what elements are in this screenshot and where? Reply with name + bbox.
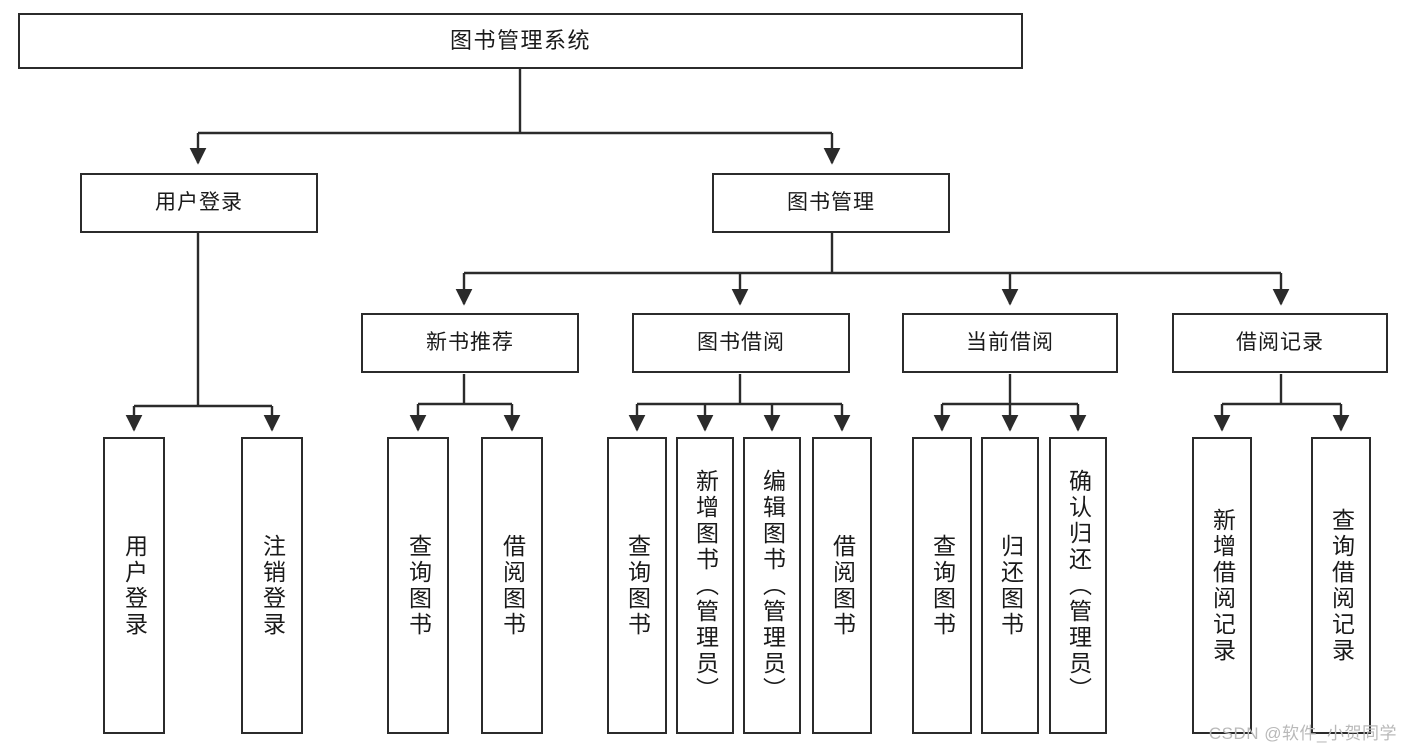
node-leaf-return-book[interactable]: 归还图书 (981, 437, 1039, 734)
node-label: 新增图书（管理员） (692, 468, 719, 703)
node-label: 确认归还（管理员） (1065, 468, 1092, 703)
node-label: 查询借阅记录 (1328, 507, 1355, 664)
node-label: 编辑图书（管理员） (759, 468, 786, 703)
node-label: 图书借阅 (697, 330, 785, 354)
node-new-book-recommend[interactable]: 新书推荐 (361, 313, 579, 373)
node-label: 查询图书 (624, 533, 651, 638)
node-label: 用户登录 (121, 533, 148, 638)
node-leaf-borrow-book-recommend[interactable]: 借阅图书 (481, 437, 543, 734)
node-label: 借阅记录 (1236, 330, 1324, 354)
node-leaf-query-book-recommend[interactable]: 查询图书 (387, 437, 449, 734)
node-label: 用户登录 (155, 190, 243, 214)
node-label: 图书管理 (787, 190, 875, 214)
node-label: 借阅图书 (499, 533, 526, 638)
node-leaf-borrow-book[interactable]: 借阅图书 (812, 437, 872, 734)
node-label: 查询图书 (929, 533, 956, 638)
node-label: 当前借阅 (966, 330, 1054, 354)
node-leaf-edit-book-admin[interactable]: 编辑图书（管理员） (743, 437, 801, 734)
node-leaf-add-borrow-record[interactable]: 新增借阅记录 (1192, 437, 1252, 734)
node-borrow-record[interactable]: 借阅记录 (1172, 313, 1388, 373)
node-label: 新增借阅记录 (1209, 507, 1236, 664)
node-leaf-query-book-borrow[interactable]: 查询图书 (607, 437, 667, 734)
node-label: 图书管理系统 (449, 28, 591, 54)
node-leaf-query-borrow-record[interactable]: 查询借阅记录 (1311, 437, 1371, 734)
node-label: 新书推荐 (426, 330, 514, 354)
node-leaf-query-book-current[interactable]: 查询图书 (912, 437, 972, 734)
node-label: 归还图书 (997, 533, 1024, 638)
node-label: 借阅图书 (829, 533, 856, 638)
node-book-borrow[interactable]: 图书借阅 (632, 313, 850, 373)
node-leaf-user-logout[interactable]: 注销登录 (241, 437, 303, 734)
node-label: 查询图书 (405, 533, 432, 638)
node-leaf-add-book-admin[interactable]: 新增图书（管理员） (676, 437, 734, 734)
node-current-borrow[interactable]: 当前借阅 (902, 313, 1118, 373)
node-user-login[interactable]: 用户登录 (80, 173, 318, 233)
node-root-book-management-system[interactable]: 图书管理系统 (18, 13, 1023, 69)
node-leaf-user-login[interactable]: 用户登录 (103, 437, 165, 734)
node-label: 注销登录 (259, 533, 286, 638)
node-leaf-confirm-return-admin[interactable]: 确认归还（管理员） (1049, 437, 1107, 734)
node-book-management[interactable]: 图书管理 (712, 173, 950, 233)
